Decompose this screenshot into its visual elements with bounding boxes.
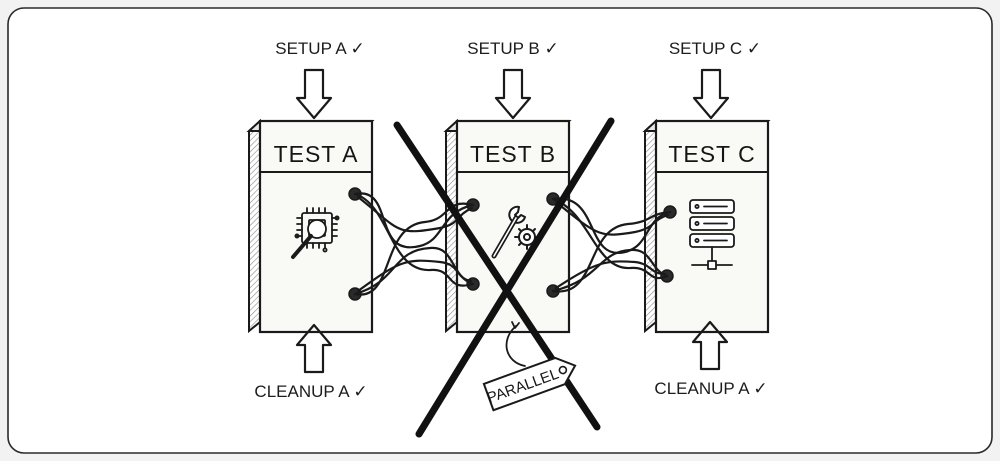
setup-a-label: SETUP A ✓ bbox=[275, 39, 365, 58]
test-c-group: SETUP C ✓ TEST C CLEANUP A ✓ bbox=[642, 39, 771, 398]
tag-string-hook bbox=[511, 321, 520, 329]
cleanup-c-arrow bbox=[691, 320, 729, 371]
chip-magnifier-icon bbox=[291, 207, 340, 259]
setup-b-arrow bbox=[494, 68, 532, 120]
test-a-box-side bbox=[248, 118, 261, 334]
server-stack-icon bbox=[689, 199, 735, 270]
tag-hole bbox=[558, 365, 568, 375]
setup-b-label: SETUP B ✓ bbox=[467, 39, 558, 58]
tag-body bbox=[482, 356, 577, 412]
test-a-title: TEST A bbox=[274, 141, 359, 167]
cleanup-a-label: CLEANUP A ✓ bbox=[254, 382, 367, 401]
setup-a-arrow bbox=[295, 68, 333, 120]
wrench-gear-icon bbox=[491, 205, 540, 259]
setup-c-arrow bbox=[692, 68, 730, 120]
cleanup-c-label: CLEANUP A ✓ bbox=[654, 379, 767, 398]
test-b-title: TEST B bbox=[470, 141, 556, 167]
cross-stroke-2 bbox=[415, 117, 615, 438]
test-a-group: SETUP A ✓ TEST A CLEANUP A ✓ bbox=[246, 39, 375, 401]
cleanup-a-arrow bbox=[295, 323, 333, 374]
cables-b-c bbox=[551, 197, 672, 293]
test-c-title: TEST C bbox=[668, 141, 755, 167]
tag-string bbox=[505, 325, 526, 367]
setup-c-label: SETUP C ✓ bbox=[669, 39, 761, 58]
